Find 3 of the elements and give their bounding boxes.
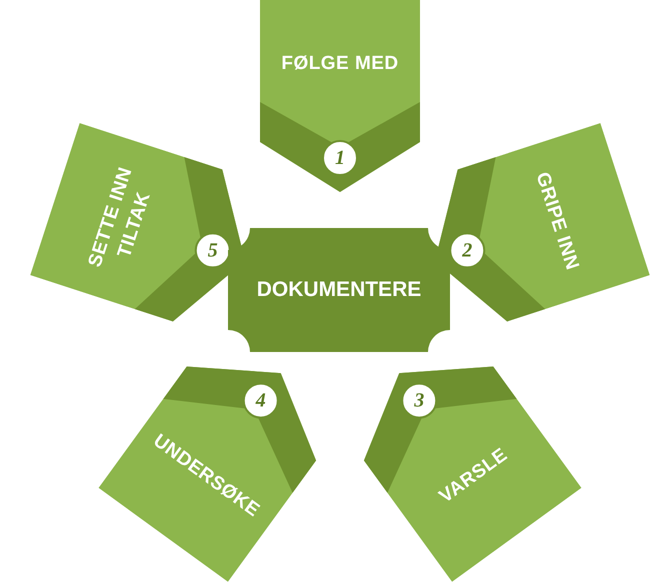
- step-title: GRIPE INN: [530, 170, 584, 274]
- center-title: DOKUMENTERE: [256, 277, 422, 304]
- step-title: FØLGE MED: [281, 52, 399, 76]
